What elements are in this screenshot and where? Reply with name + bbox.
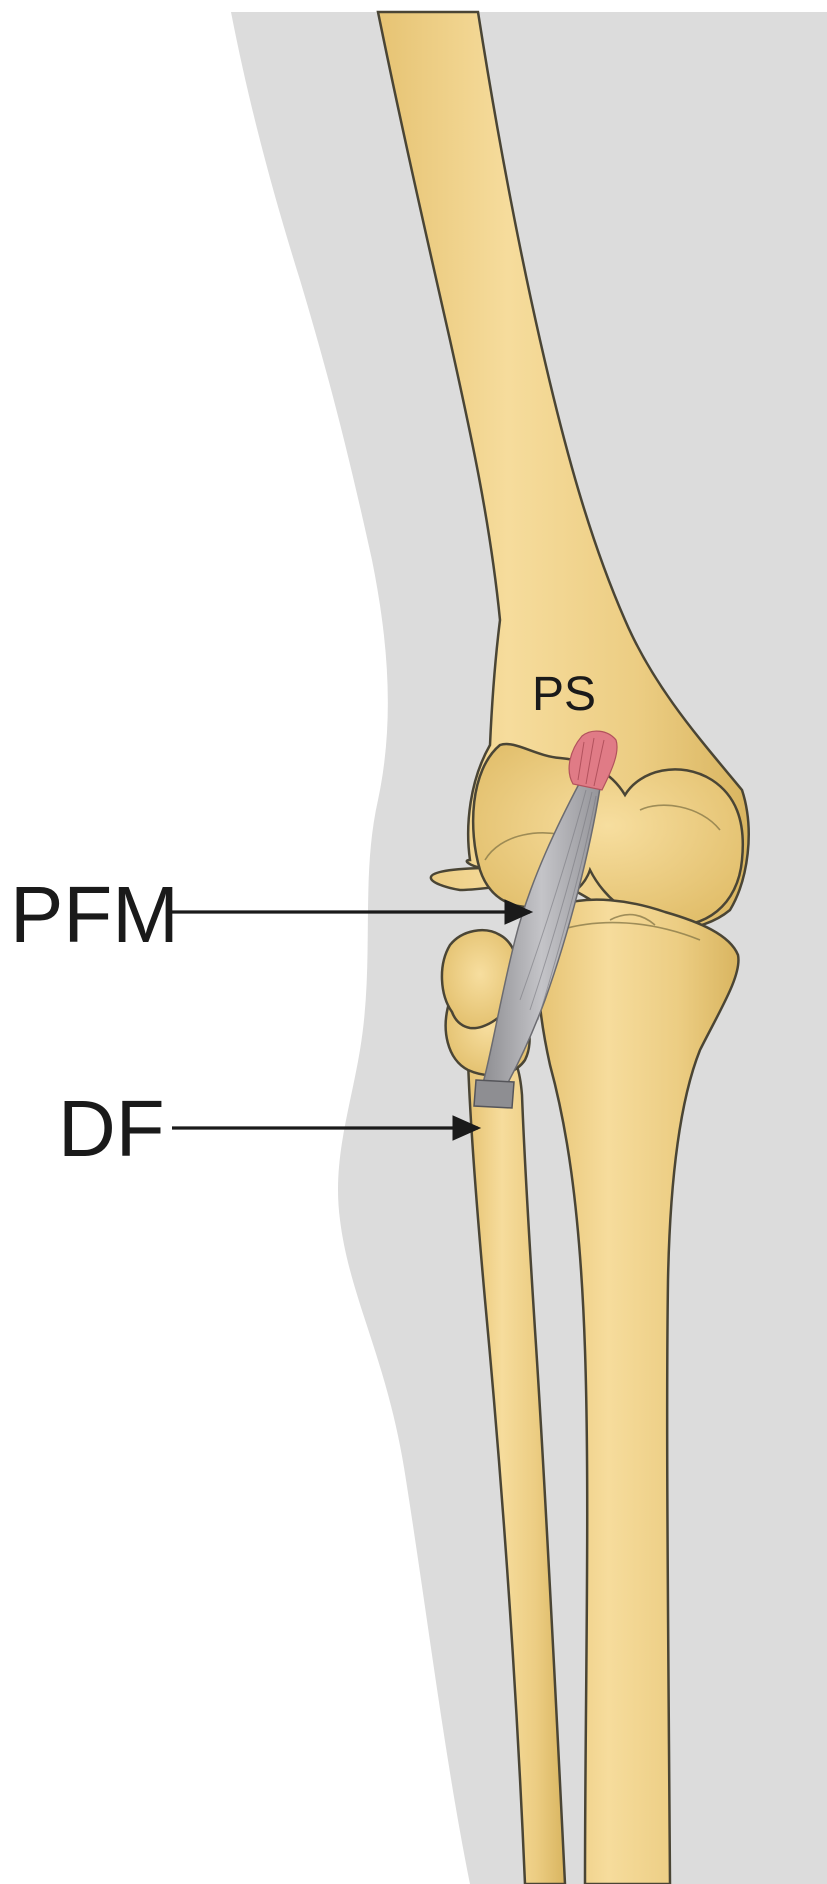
- pfm-label: PFM: [10, 870, 179, 959]
- ps-label: PS: [532, 668, 596, 721]
- distal-fixation: [474, 1080, 514, 1108]
- df-label: DF: [58, 1084, 165, 1173]
